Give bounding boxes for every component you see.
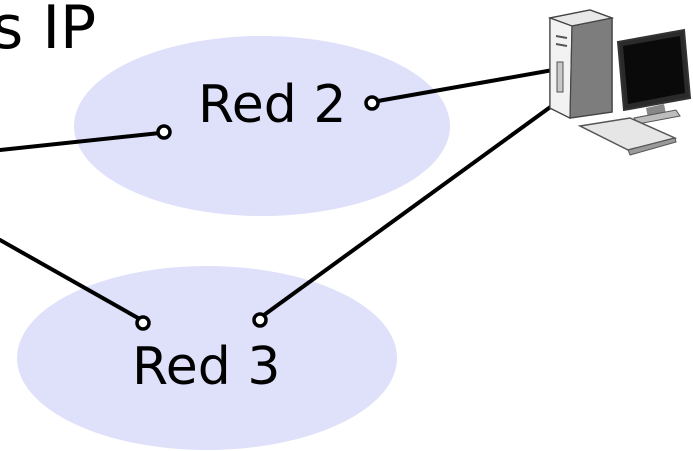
link-left-to-red2 — [0, 131, 162, 152]
interface-red2-right — [364, 95, 380, 111]
interface-red3-right — [252, 312, 268, 328]
link-red3-to-computer — [262, 98, 562, 317]
slide-title: s IP — [0, 0, 96, 63]
network-red-3-cloud — [17, 266, 397, 450]
network-red-2-cloud — [74, 36, 450, 216]
link-left-to-red3 — [0, 238, 140, 320]
link-red2-to-computer — [376, 68, 555, 103]
network-red-2-label: Red 2 — [198, 75, 346, 135]
network-red-3-label: Red 3 — [132, 337, 280, 397]
interface-red3-left — [135, 315, 151, 331]
interface-red2-left — [156, 124, 172, 140]
desktop-computer-icon — [547, 9, 692, 156]
